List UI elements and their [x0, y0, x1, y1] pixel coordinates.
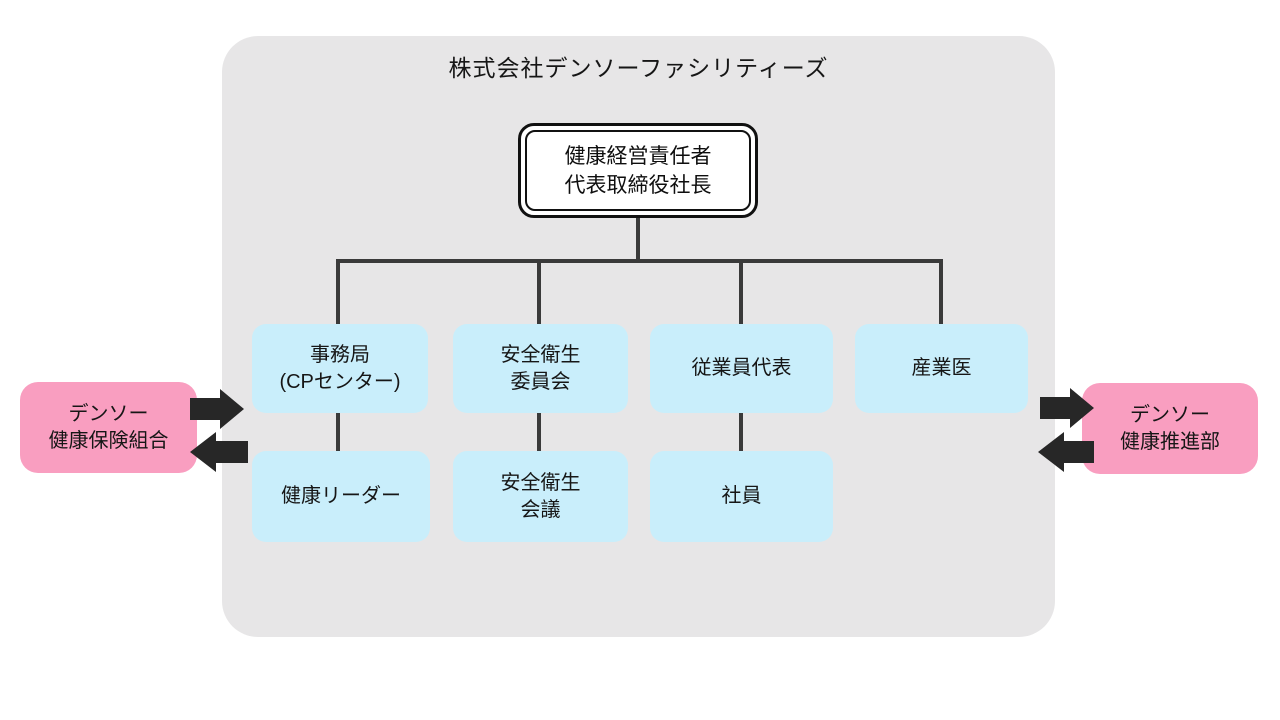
- arrow-left-icon: [1038, 432, 1094, 472]
- arrow-right-icon: [190, 389, 244, 429]
- node-safety-health-committee: 安全衛生 委員会: [453, 324, 628, 413]
- external-denso-health-promotion: デンソー 健康推進部: [1082, 383, 1258, 474]
- connector-root-drop: [636, 218, 640, 261]
- node-health-management-officer-label: 健康経営責任者 代表取締役社長: [525, 130, 751, 211]
- company-title: 株式会社デンソーファシリティーズ: [448, 55, 829, 81]
- node-employee-representative: 従業員代表: [650, 324, 833, 413]
- node-occupational-physician-line1: 産業医: [911, 357, 972, 379]
- external-denso-health-promotion-line1: デンソー: [1130, 403, 1210, 426]
- connector-drop-physician: [939, 259, 943, 324]
- node-secretariat: 事務局 (CPセンター): [252, 324, 428, 413]
- arrow-right-icon: [1040, 388, 1094, 428]
- connector-committee-meeting: [537, 413, 541, 451]
- node-safety-health-meeting: 安全衛生 会議: [453, 451, 628, 542]
- node-occupational-physician: 産業医: [855, 324, 1028, 413]
- external-denso-health-insurance-line2: 健康保険組合: [48, 429, 169, 452]
- external-denso-health-promotion-line2: 健康推進部: [1120, 430, 1220, 453]
- external-denso-health-insurance-line1: デンソー: [68, 402, 149, 425]
- root-line1: 健康経営責任者: [564, 144, 712, 168]
- node-health-leader: 健康リーダー: [252, 451, 430, 542]
- node-employees: 社員: [650, 451, 833, 542]
- node-employees-line1: 社員: [721, 485, 762, 507]
- connector-rail: [336, 259, 943, 263]
- node-safety-health-meeting-line2: 会議: [520, 498, 561, 521]
- node-secretariat-line2: (CPセンター): [279, 370, 401, 393]
- connector-drop-employee-rep: [739, 259, 743, 324]
- node-employee-representative-line1: 従業員代表: [691, 357, 792, 379]
- connector-secretariat-health-leader: [336, 413, 340, 451]
- root-line2: 代表取締役社長: [564, 173, 712, 197]
- connector-drop-secretariat: [336, 259, 340, 324]
- node-health-leader-line1: 健康リーダー: [281, 485, 401, 507]
- connector-drop-safety-committee: [537, 259, 541, 324]
- arrow-left-icon: [190, 432, 248, 472]
- connector-rep-employees: [739, 413, 743, 451]
- node-safety-health-committee-line1: 安全衛生: [500, 343, 581, 366]
- node-safety-health-meeting-line1: 安全衛生: [500, 471, 581, 494]
- node-safety-health-committee-line2: 委員会: [510, 370, 571, 393]
- external-denso-health-insurance: デンソー 健康保険組合: [20, 382, 197, 473]
- node-secretariat-line1: 事務局: [310, 343, 370, 366]
- node-health-management-officer: 健康経営責任者 代表取締役社長: [518, 123, 758, 218]
